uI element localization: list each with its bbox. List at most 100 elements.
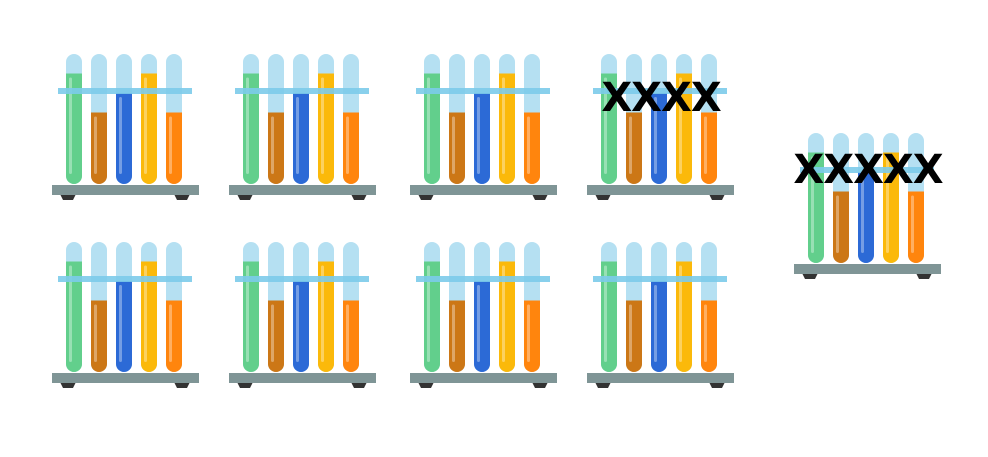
test-tube [424, 54, 440, 184]
tube-liquid-top [243, 73, 259, 84]
tube-liquid-top [343, 112, 359, 123]
tube-liquid-top [91, 300, 107, 311]
tube-liquid-top [601, 73, 617, 84]
tube-liquid [243, 73, 259, 184]
test-tube [833, 133, 849, 263]
tube-highlight [836, 195, 839, 253]
test-tube [66, 242, 82, 372]
tube-liquid [449, 112, 465, 184]
tube-liquid [243, 261, 259, 372]
tube-liquid-top [883, 152, 899, 163]
test-tube [91, 242, 107, 372]
tube-liquid-top [343, 300, 359, 311]
rack-1 [52, 48, 200, 200]
tube-liquid [474, 281, 490, 372]
rack-foot-left [595, 382, 611, 388]
tube-liquid [293, 93, 309, 184]
tube-highlight [811, 156, 814, 253]
tube-highlight [346, 304, 349, 362]
rack-foot-left [237, 382, 253, 388]
tube-liquid [474, 93, 490, 184]
tube-highlight [69, 77, 72, 174]
rack-foot-left [237, 194, 253, 200]
tube-liquid-top [141, 73, 157, 84]
tube-highlight [169, 304, 172, 362]
tube-highlight [246, 77, 249, 174]
tube-liquid-top [833, 191, 849, 202]
tube-highlight [679, 77, 682, 174]
tube-highlight [704, 116, 707, 174]
tube-liquid [858, 172, 874, 263]
tube-liquid [343, 112, 359, 184]
tube-highlight [271, 116, 274, 174]
tube-liquid [651, 281, 667, 372]
rack-3 [410, 48, 558, 200]
rack-foot-left [60, 194, 76, 200]
tube-liquid [116, 93, 132, 184]
test-tube-rack-icon [52, 242, 199, 388]
test-tube [626, 54, 642, 184]
tube-liquid-top [701, 300, 717, 311]
test-tube [343, 242, 359, 372]
test-tube [676, 242, 692, 372]
rack-8 [587, 236, 735, 388]
tube-liquid [499, 261, 515, 372]
tube-highlight [94, 116, 97, 174]
tube-highlight [679, 265, 682, 362]
test-tube-rack-icon [794, 133, 941, 279]
tube-liquid-top [293, 281, 309, 291]
tube-liquid-top [474, 93, 490, 103]
tube-liquid [676, 73, 692, 184]
rack-band [58, 276, 192, 282]
test-tube [701, 54, 717, 184]
tube-liquid-top [166, 300, 182, 311]
test-tube [424, 242, 440, 372]
rack-foot-right [916, 273, 932, 279]
test-tube [651, 242, 667, 372]
rack-foot-right [532, 382, 548, 388]
tube-liquid [651, 93, 667, 184]
tube-liquid [833, 191, 849, 263]
tube-liquid [524, 300, 540, 372]
tube-highlight [886, 156, 889, 253]
tube-liquid [66, 261, 82, 372]
rack-band [593, 88, 727, 94]
tube-liquid [166, 112, 182, 184]
test-tube [243, 54, 259, 184]
rack-band [235, 88, 369, 94]
tube-highlight [271, 304, 274, 362]
tube-highlight [527, 116, 530, 174]
tube-highlight [69, 265, 72, 362]
rack-base [410, 185, 557, 195]
tube-liquid [626, 112, 642, 184]
test-tube-rack-icon [410, 242, 557, 388]
tube-liquid [449, 300, 465, 372]
tube-liquid-top [293, 93, 309, 103]
tube-liquid [141, 73, 157, 184]
tube-liquid-top [268, 300, 284, 311]
test-tube [449, 54, 465, 184]
tube-highlight [321, 77, 324, 174]
rack-band [416, 88, 550, 94]
test-tube [449, 242, 465, 372]
tube-highlight [144, 265, 147, 362]
test-tube-rack-icon [52, 54, 199, 200]
tube-liquid-top [808, 152, 824, 163]
rack-9: XXXXX [793, 127, 944, 279]
rack-foot-right [709, 382, 725, 388]
rack-base [587, 185, 734, 195]
tube-liquid [91, 112, 107, 184]
test-tube [908, 133, 924, 263]
test-tube [293, 242, 309, 372]
tube-highlight [119, 285, 122, 362]
test-tube [91, 54, 107, 184]
test-tube [116, 54, 132, 184]
tube-liquid [424, 261, 440, 372]
tube-highlight [246, 265, 249, 362]
tube-liquid-top [141, 261, 157, 272]
test-tube [499, 242, 515, 372]
tube-highlight [704, 304, 707, 362]
rack-4: XXXX [587, 48, 735, 200]
tube-highlight [296, 97, 299, 174]
tube-liquid [116, 281, 132, 372]
